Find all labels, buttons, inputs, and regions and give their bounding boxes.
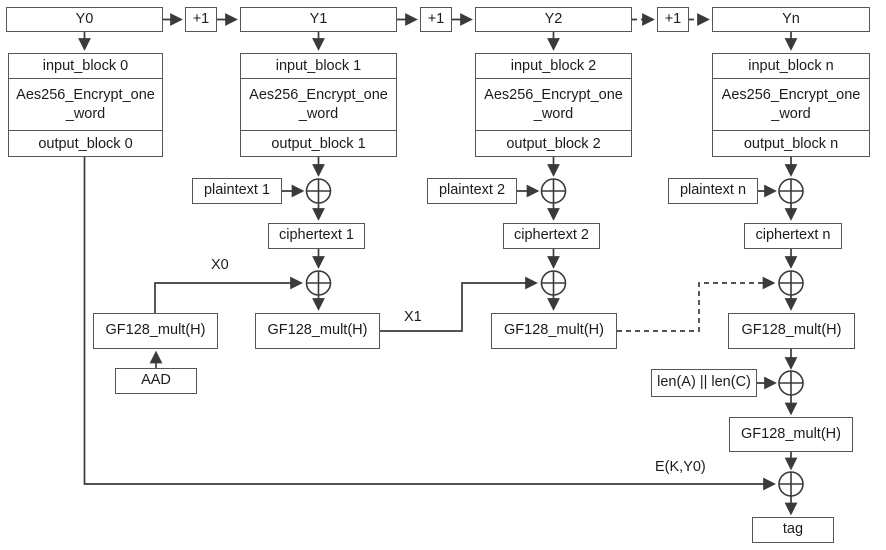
output-block-2: output_block 2: [506, 135, 601, 152]
increment-label: +1: [664, 10, 682, 27]
counter-y1: Y1: [240, 7, 397, 32]
gf128-mult-aad-box: GF128_mult(H): [93, 313, 218, 349]
tag-box: tag: [752, 517, 834, 543]
aes256-encrypt-core-2: Aes256_Encrypt_one _word: [476, 79, 631, 131]
wire-x1: [380, 276, 538, 332]
xor-nodes: [305, 178, 804, 497]
wire-label-ek-y0: E(K,Y0): [655, 459, 706, 475]
input-block-n: input_block n: [713, 54, 869, 79]
column-wires: [282, 157, 798, 311]
output-block-0: output_block 0: [38, 135, 133, 152]
plaintext-1-box: plaintext 1: [192, 178, 282, 204]
counter-y2: Y2: [475, 7, 632, 32]
wire-ek-y0: [83, 157, 776, 491]
increment-label: +1: [427, 10, 445, 27]
xor-ghash-1: [305, 270, 332, 296]
output-block-n: output_block n: [743, 135, 839, 152]
aes-stack-n: input_block n Aes256_Encrypt_one _word o…: [712, 53, 870, 157]
counter-y0-label: Y0: [75, 10, 94, 27]
input-block-1: input_block 1: [241, 54, 396, 79]
ciphertext-n-box: ciphertext n: [744, 223, 842, 249]
xor-plaintext-n: [778, 178, 804, 204]
counter-yn-label: Yn: [782, 10, 800, 27]
aes256-encrypt-core-n: Aes256_Encrypt_one _word: [713, 79, 869, 131]
output-block-1: output_block 1: [271, 135, 366, 152]
ghash-chain-wires: [83, 157, 798, 516]
input-block-2: input_block 2: [476, 54, 631, 79]
xor-len: [778, 370, 804, 396]
ciphertext-2-box: ciphertext 2: [503, 223, 600, 249]
gf128-mult-1-box: GF128_mult(H): [255, 313, 380, 349]
wire-x0: [154, 276, 303, 313]
wire-xn-dashed: [617, 276, 776, 332]
wire-label-x0: X0: [211, 257, 229, 273]
ciphertext-1-box: ciphertext 1: [268, 223, 365, 249]
plaintext-n-box: plaintext n: [668, 178, 758, 204]
counter-y0: Y0: [6, 7, 163, 32]
increment-box-2: +1: [420, 7, 452, 32]
aes-stack-0: input_block 0 Aes256_Encrypt_one _word o…: [8, 53, 163, 157]
plaintext-2-box: plaintext 2: [427, 178, 517, 204]
counter-y2-label: Y2: [544, 10, 563, 27]
len-a-len-c-box: len(A) || len(C): [651, 369, 757, 397]
increment-box-3: +1: [657, 7, 689, 32]
counter-to-stack-wires: [78, 32, 798, 51]
aes256-encrypt-core-1: Aes256_Encrypt_one _word: [241, 79, 396, 131]
input-block-0: input_block 0: [9, 54, 162, 79]
wire-label-x1: X1: [404, 309, 422, 325]
gf128-mult-2-box: GF128_mult(H): [491, 313, 617, 349]
aes-stack-1: input_block 1 Aes256_Encrypt_one _word o…: [240, 53, 397, 157]
aad-box: AAD: [115, 368, 197, 394]
increment-box-1: +1: [185, 7, 217, 32]
xor-final-tag: [778, 471, 804, 497]
aes-stack-2: input_block 2 Aes256_Encrypt_one _word o…: [475, 53, 632, 157]
gf128-mult-final-box: GF128_mult(H): [729, 417, 853, 452]
xor-plaintext-2: [540, 178, 567, 204]
xor-ghash-n: [778, 270, 804, 296]
aes256-encrypt-core-0: Aes256_Encrypt_one _word: [9, 79, 162, 131]
counter-y1-label: Y1: [309, 10, 328, 27]
counter-yn: Yn: [712, 7, 870, 32]
gf128-mult-n-box: GF128_mult(H): [728, 313, 855, 349]
xor-plaintext-1: [305, 178, 332, 204]
xor-ghash-2: [540, 270, 567, 296]
increment-label: +1: [192, 10, 210, 27]
